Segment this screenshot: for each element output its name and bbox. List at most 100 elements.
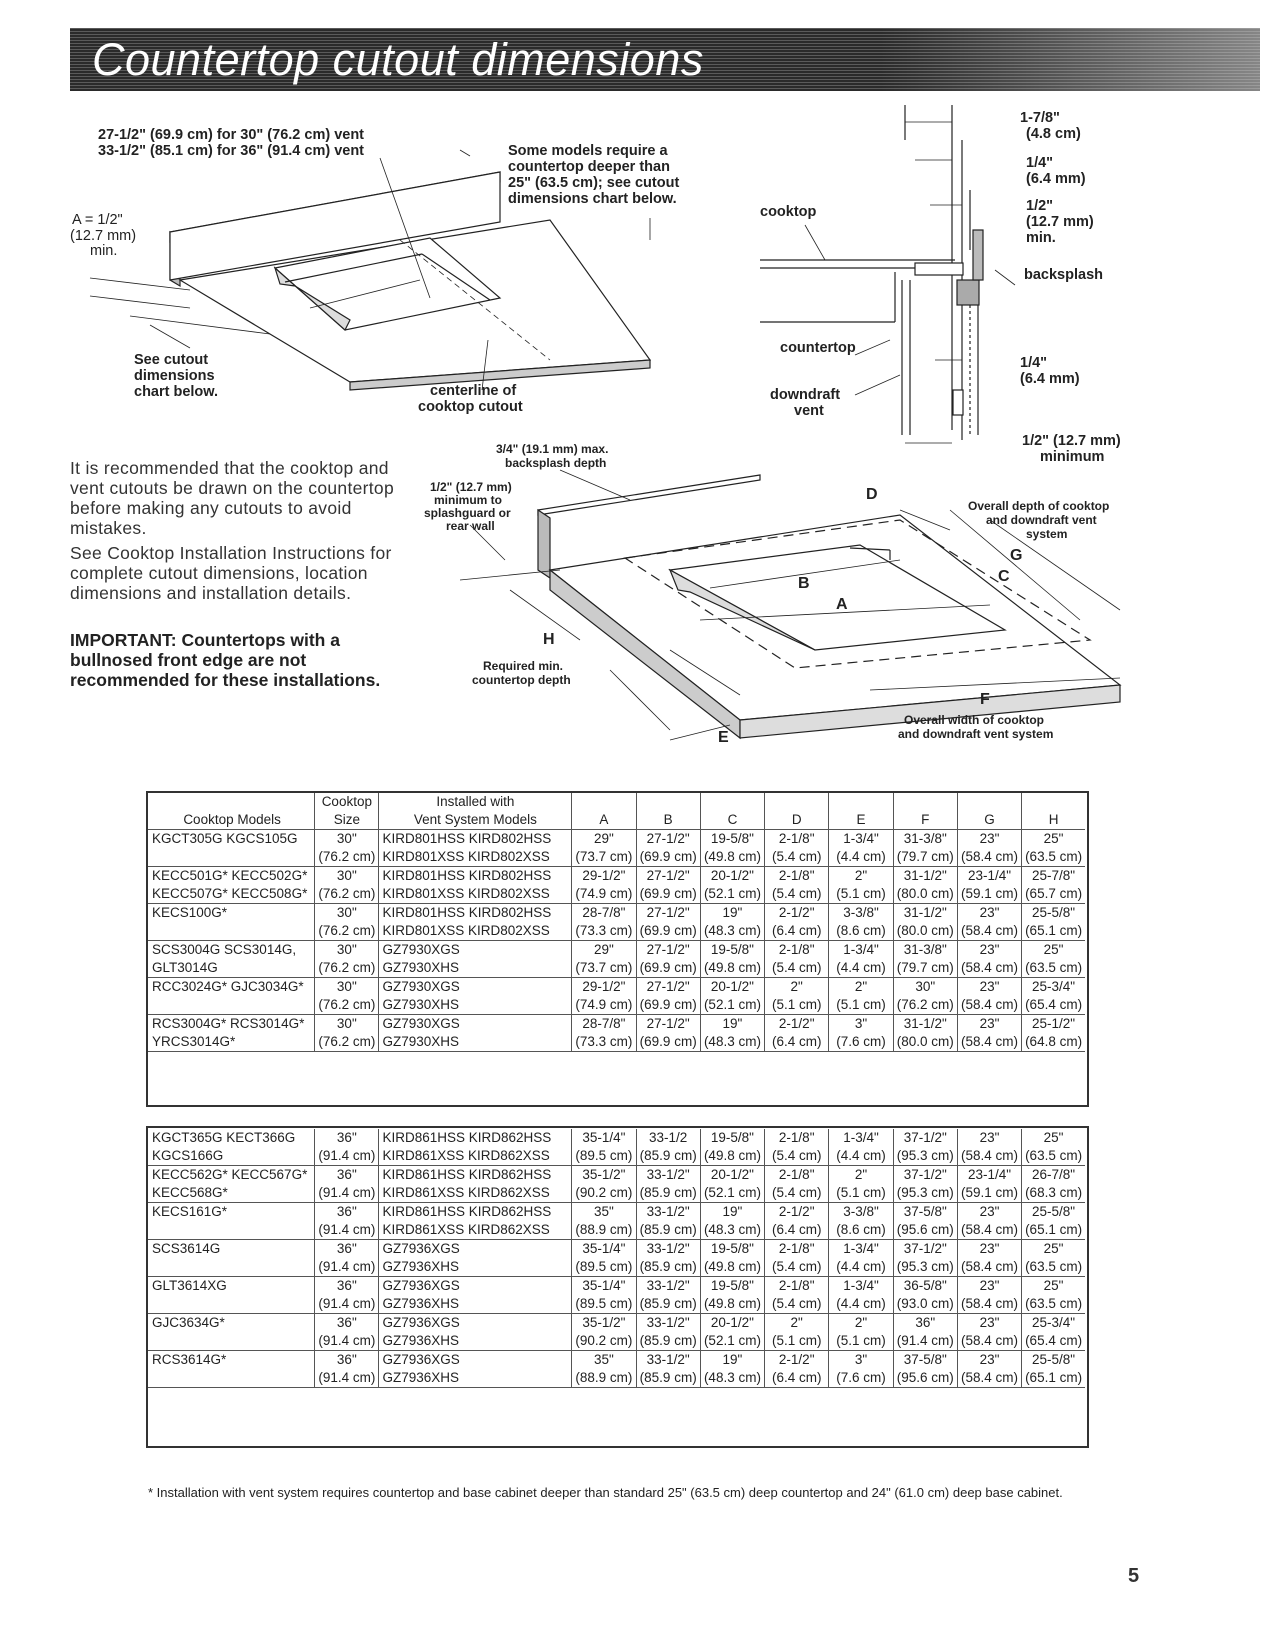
dim-f-cm: (95.3 cm) — [892, 1184, 958, 1203]
model-names-2: YRCS3014G* — [148, 1033, 315, 1052]
dim-a-cm: (73.3 cm) — [571, 922, 637, 941]
dim-c-cm: (49.8 cm) — [699, 848, 765, 867]
dim-a-inch: 28-7/8" — [571, 903, 637, 922]
dim-c-cm: (49.8 cm) — [699, 1258, 765, 1277]
dim-c-inch: 19-5/8" — [699, 1129, 765, 1147]
banner-fade — [880, 28, 1260, 91]
table-30-inch-frame — [146, 791, 1089, 1107]
header-banner: Countertop cutout dimensions — [70, 28, 1260, 91]
dim-c-inch: 19" — [699, 1014, 765, 1033]
cooktop-size: 30" — [314, 1014, 379, 1033]
dim-b-cm: (85.9 cm) — [635, 1147, 701, 1166]
vent-models-2: GZ7930XHS — [378, 1033, 572, 1052]
dim-h-cm: (65.4 cm) — [1021, 1332, 1085, 1351]
cooktop-size: 30" — [314, 977, 379, 996]
rear-wall-label-1: 1/2" (12.7 mm) — [430, 480, 512, 494]
cooktop-size: 30" — [314, 903, 379, 922]
dim-c-cm: (52.1 cm) — [699, 885, 765, 904]
dim-h-cm: (63.5 cm) — [1021, 1295, 1085, 1314]
dim-a-inch: 35" — [571, 1202, 637, 1221]
dim-g-cm: (59.1 cm) — [956, 885, 1022, 904]
dim-c-cm: (49.8 cm) — [699, 1147, 765, 1166]
cooktop-size: 30" — [314, 940, 379, 959]
dim-e-cm: (4.4 cm) — [828, 848, 894, 867]
dim-g-cm: (58.4 cm) — [956, 1033, 1022, 1052]
dim-e-inch: 1-3/4" — [828, 1239, 894, 1258]
model-names-2 — [148, 1332, 315, 1351]
dim-a-cm: (88.9 cm) — [571, 1221, 637, 1240]
footnote: * Installation with vent system requires… — [148, 1485, 1063, 1500]
dim-a-inch: 35-1/4" — [571, 1129, 637, 1147]
cooktop-size-metric: (91.4 cm) — [314, 1295, 379, 1314]
dim-h-inch: 25-5/8" — [1021, 1202, 1085, 1221]
cooktop-size-metric: (91.4 cm) — [314, 1147, 379, 1166]
page-number: 5 — [1128, 1565, 1140, 1587]
dim-g-inch: 23-1/4" — [956, 866, 1022, 885]
dim-f-cm: (93.0 cm) — [892, 1295, 958, 1314]
dim-f-inch: 36" — [892, 1313, 958, 1332]
dim-h-cm: (68.3 cm) — [1021, 1184, 1085, 1203]
dim-g-inch: 23" — [956, 1350, 1022, 1369]
dim-f-inch: 31-1/2" — [892, 1014, 958, 1033]
dim-f-inch: 31-1/2" — [892, 903, 958, 922]
rear-gap-label-min: minimum — [1040, 449, 1105, 465]
dim-h-inch: 25-3/4" — [1021, 1313, 1085, 1332]
model-names: KGCT365G KECT366G — [152, 1130, 296, 1145]
dim-g-inch: 23" — [956, 903, 1022, 922]
dim-b-inch: 27-1/2" — [635, 977, 701, 996]
dim-d-cm: (6.4 cm) — [764, 1369, 829, 1388]
table-row-metric: YRCS3014G*(76.2 cm)GZ7930XHS(73.3 cm)(69… — [148, 1033, 1085, 1052]
dim-f-inch: 37-1/2" — [892, 1129, 958, 1147]
see-chart-line-1: See cutout — [134, 352, 209, 368]
dim-e-inch: 3" — [828, 1350, 894, 1369]
model-names: KECS100G* — [152, 905, 228, 920]
dim-e-cm: (4.4 cm) — [828, 1295, 894, 1314]
vent-models: KIRD861HSS KIRD862HSS — [378, 1202, 572, 1221]
dim-e-cm: (8.6 cm) — [828, 922, 894, 941]
deeper-note-line-2: countertop deeper than — [508, 159, 670, 175]
dim-g-inch: 23" — [956, 829, 1022, 848]
dim-e-cm: (4.4 cm) — [828, 959, 894, 978]
vent-models-2: KIRD861XSS KIRD862XSS — [378, 1221, 572, 1240]
cooktop-size: 30" — [314, 829, 379, 848]
header-col-d: D — [764, 811, 829, 830]
dim-e-inch: 1-3/4" — [828, 1129, 894, 1147]
header-col-g: G — [956, 811, 1022, 830]
dim-c-cm: (49.8 cm) — [699, 959, 765, 978]
dim-e-inch: 3-3/8" — [828, 1202, 894, 1221]
vent-models: KIRD801HSS KIRD802HSS — [378, 866, 572, 885]
downdraft-vent-label-2: vent — [794, 403, 824, 419]
dim-a-inch: 28-7/8" — [571, 1014, 637, 1033]
dim-f-inch: 37-1/2" — [892, 1239, 958, 1258]
dim-g-cm: (58.4 cm) — [956, 922, 1022, 941]
dim-h-cm: (63.5 cm) — [1021, 848, 1085, 867]
gap-label-1-metric: (4.8 cm) — [1026, 126, 1081, 142]
dim-e-cm: (5.1 cm) — [828, 996, 894, 1015]
dim-c-cm: (48.3 cm) — [699, 1033, 765, 1052]
dim-d-inch: 2" — [764, 1313, 829, 1332]
dim-e-inch: 3-3/8" — [828, 903, 894, 922]
dim-h-cm: (65.1 cm) — [1021, 1221, 1085, 1240]
vent-note-line-1: 27-1/2" (69.9 cm) for 30" (76.2 cm) vent — [98, 127, 365, 143]
dim-a-inch: 29-1/2" — [571, 977, 637, 996]
model-names: SCS3614G — [152, 1241, 221, 1256]
vent-models: GZ7930XGS — [378, 977, 572, 996]
dim-a-inch: 35-1/2" — [571, 1165, 637, 1184]
dim-f-inch: 30" — [892, 977, 958, 996]
dim-e-inch: 2" — [828, 866, 894, 885]
see-instructions-paragraph: See Cooktop Installation Instructions fo… — [70, 543, 392, 603]
header-col-c: C — [699, 811, 765, 830]
dim-a-cm: (74.9 cm) — [571, 885, 637, 904]
table-row-metric: KECC507G* KECC508G*(76.2 cm)KIRD801XSS K… — [148, 885, 1085, 904]
model-names: SCS3004G SCS3014G, — [152, 942, 297, 957]
vent-models: KIRD861HSS KIRD862HSS — [378, 1165, 572, 1184]
dim-e-cm: (4.4 cm) — [828, 1258, 894, 1277]
dim-d-inch: 2-1/8" — [764, 1276, 829, 1295]
gap-label-2-metric: (6.4 mm) — [1026, 171, 1086, 187]
dim-a-inch: 35-1/4" — [571, 1239, 637, 1258]
important-note: IMPORTANT: Countertops with a bullnosed … — [70, 630, 381, 690]
